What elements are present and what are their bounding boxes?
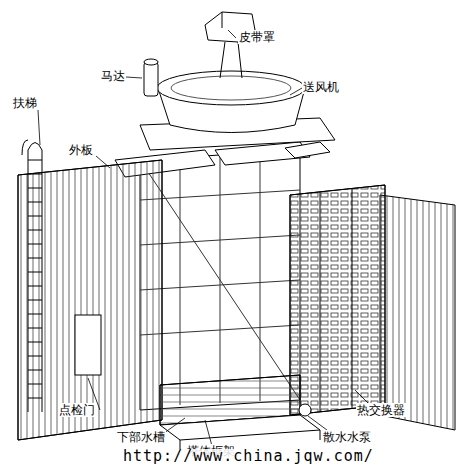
ladder-rung — [28, 328, 42, 329]
ladder-rung — [28, 286, 42, 287]
watermark: http://www.china.jqw.com/ — [122, 449, 375, 463]
part-label: 皮带罩 — [238, 30, 276, 44]
part-label: 热交换器 — [356, 403, 406, 417]
ladder-rung — [28, 272, 42, 273]
ladder-rung — [28, 216, 42, 217]
part-label: 扶梯 — [12, 96, 38, 110]
ladder-rung — [28, 230, 42, 231]
ladder-rung — [28, 258, 42, 259]
ladder-rung — [28, 384, 42, 385]
ladder-rung — [28, 202, 42, 203]
ladder-rung — [28, 342, 42, 343]
ladder-rung — [28, 398, 42, 399]
ladder-rung — [28, 174, 42, 175]
part-label: 外板 — [68, 143, 94, 157]
ladder-rung — [28, 370, 42, 371]
ladder-rung — [28, 160, 42, 161]
ladder-rung — [28, 314, 42, 315]
ladder-rung — [28, 244, 42, 245]
ladder-rung — [28, 188, 42, 189]
part-label: 散水水泵 — [322, 430, 372, 444]
part-label: 点检门 — [58, 403, 96, 417]
part-label: 马达 — [100, 69, 126, 83]
part-label: 送风机 — [302, 80, 340, 94]
part-label: 下部水槽 — [116, 430, 166, 444]
ladder-rung — [28, 356, 42, 357]
ladder-rung — [28, 300, 42, 301]
